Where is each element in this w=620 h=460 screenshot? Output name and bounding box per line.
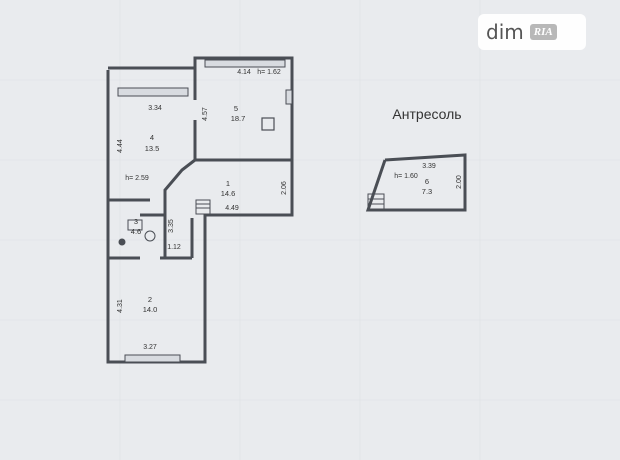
watermark-badge: RIA	[529, 24, 557, 40]
dim-mezz-ceiling: h= 1.60	[394, 173, 418, 180]
dim-room2-height: 4.31	[117, 299, 124, 313]
dim-ceiling-main: h= 2.59	[125, 175, 149, 182]
room-2-id: 2	[148, 295, 152, 304]
dim-room4-height: 4.44	[117, 139, 124, 153]
room-4-id: 4	[150, 133, 154, 142]
room-1-id: 1	[226, 179, 230, 188]
watermark-brand: dim	[486, 20, 524, 44]
room-6-id: 6	[425, 177, 429, 186]
dim-mezz-side: 2.00	[456, 175, 463, 189]
room-1-area: 14.6	[221, 189, 236, 198]
dim-ceiling-room5: h= 1.62	[257, 69, 281, 76]
room-4-area: 13.5	[145, 144, 160, 153]
dim-bath-bottom: 1.12	[167, 244, 181, 251]
room-5-area: 18.7	[231, 114, 246, 123]
vent-icon	[261, 117, 275, 131]
dim-ria-watermark: dim RIA	[478, 14, 586, 50]
dim-room5-side: 4.57	[202, 107, 209, 121]
mezzanine-title: Антресоль	[392, 106, 461, 122]
apartment-walls	[106, 56, 294, 364]
room-3-area: 4.6	[131, 227, 141, 236]
dim-mezz-width: 3.39	[422, 163, 436, 170]
dim-hall-width: 4.49	[225, 205, 239, 212]
stairs	[195, 199, 211, 215]
room-2-area: 14.0	[143, 305, 158, 314]
dim-hall-side: 2.06	[281, 181, 288, 195]
bath-fixtures	[118, 219, 156, 246]
room-labels: 4 13.5 5 18.7 1 14.6 3 4.6 2 14.0 6 7.3	[131, 104, 432, 314]
mezzanine-stairs	[367, 193, 385, 211]
room-6-area: 7.3	[422, 187, 432, 196]
mezzanine-walls	[365, 153, 467, 212]
dimension-labels: 3.34 4.44 h= 2.59 4.14 h= 1.62 4.57 4.49…	[117, 69, 463, 351]
dim-room2-width: 3.27	[143, 344, 157, 351]
room-5-id: 5	[234, 104, 238, 113]
dim-bath-side: 3.35	[168, 219, 175, 233]
room-3-id: 3	[134, 217, 138, 226]
windows	[117, 59, 293, 363]
dim-room5-width: 4.14	[237, 69, 251, 76]
dim-room4-width: 3.34	[148, 105, 162, 112]
